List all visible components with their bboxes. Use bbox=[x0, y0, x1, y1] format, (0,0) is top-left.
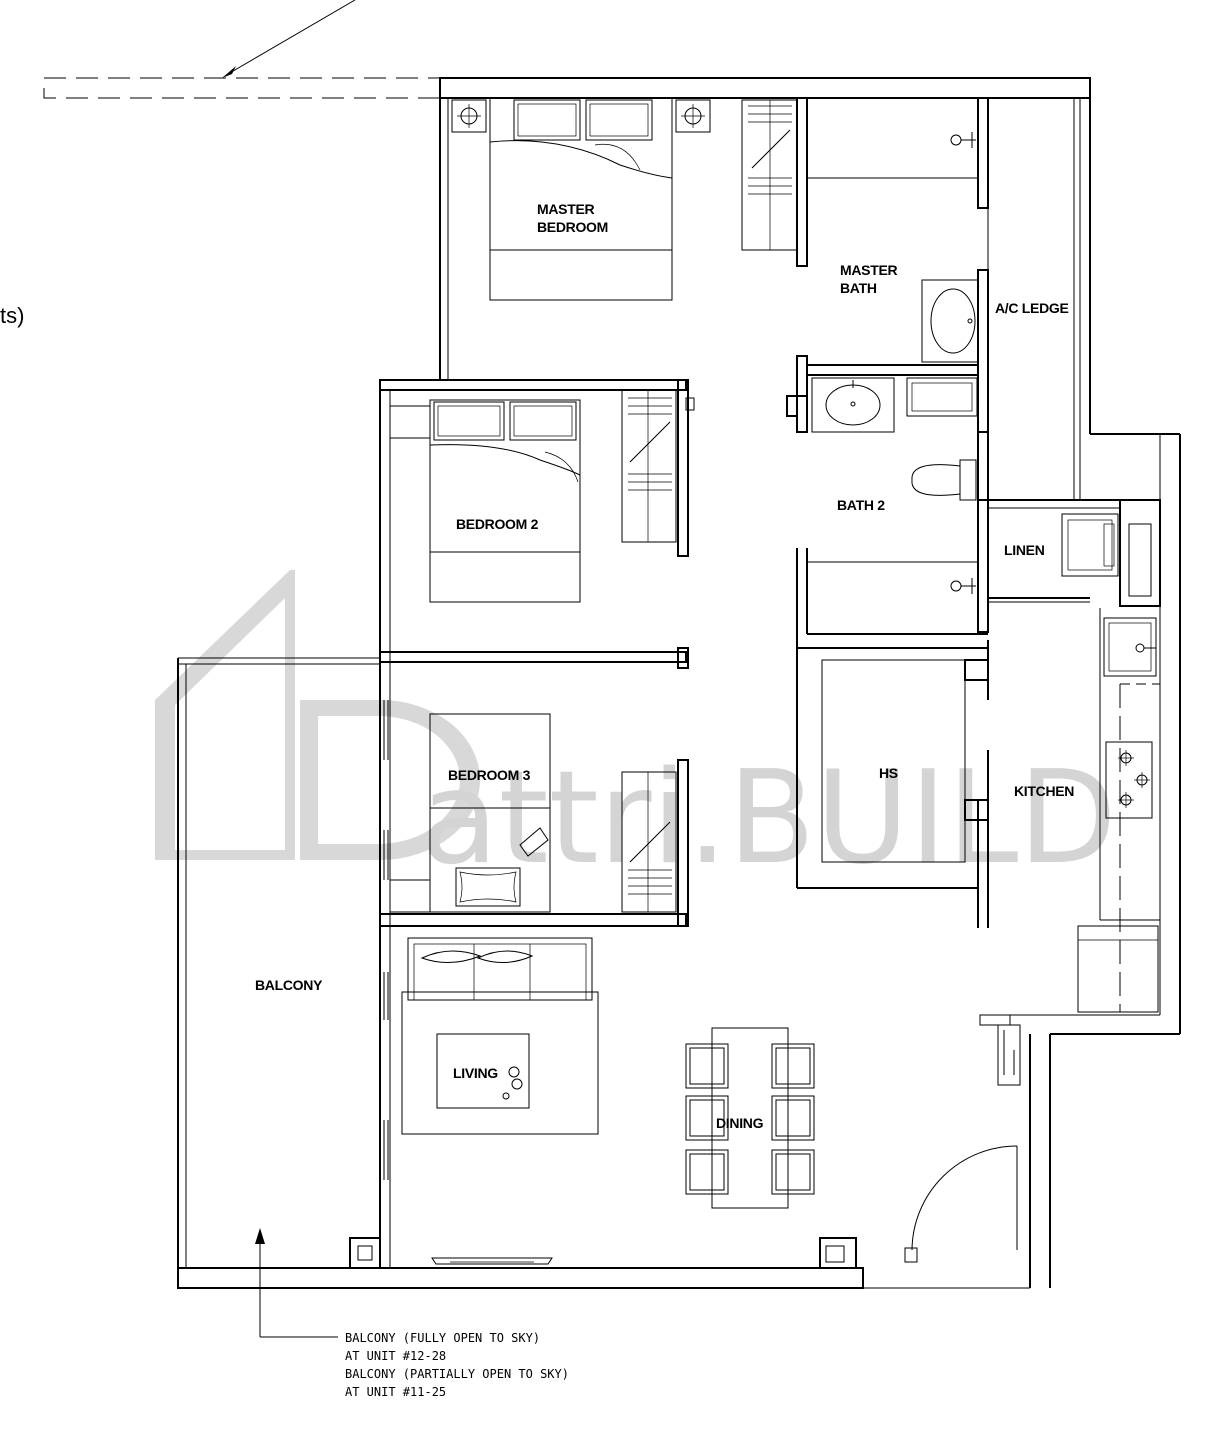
dining-furniture bbox=[685, 1027, 815, 1209]
balcony-note-line1: BALCONY (FULLY OPEN TO SKY) bbox=[345, 1331, 540, 1345]
balcony-note-line2: AT UNIT #12-28 bbox=[345, 1349, 446, 1363]
top-annotation: ts) bbox=[0, 0, 441, 328]
living-furniture bbox=[401, 937, 599, 1265]
master-bedroom-furniture bbox=[451, 97, 798, 301]
watermark-logo-d-icon bbox=[300, 700, 480, 860]
hs-room bbox=[821, 659, 966, 863]
linen-fixtures bbox=[1061, 513, 1119, 577]
label-master-bath-line1: MASTER bbox=[840, 262, 898, 278]
cut-off-label: ts) bbox=[0, 303, 24, 328]
label-bedroom-3: BEDROOM 3 bbox=[448, 767, 531, 783]
label-master-bath-line2: BATH bbox=[840, 280, 877, 296]
master-bath-fixtures bbox=[921, 132, 979, 363]
balcony-note-line4: AT UNIT #11-25 bbox=[345, 1385, 446, 1399]
exterior-walls bbox=[177, 77, 1181, 1289]
label-dining: DINING bbox=[716, 1115, 764, 1131]
label-hs: HS bbox=[879, 765, 898, 781]
label-balcony: BALCONY bbox=[255, 977, 323, 993]
balcony-note-line3: BALCONY (PARTIALLY OPEN TO SKY) bbox=[345, 1367, 569, 1381]
label-bedroom-2: BEDROOM 2 bbox=[456, 516, 539, 532]
label-master-bedroom-line2: BEDROOM bbox=[537, 219, 608, 235]
kitchen-fixtures bbox=[1077, 608, 1160, 1013]
label-bath-2: BATH 2 bbox=[837, 497, 885, 513]
balcony-annotation: BALCONY (FULLY OPEN TO SKY) AT UNIT #12-… bbox=[255, 1228, 569, 1399]
label-living: LIVING bbox=[453, 1065, 498, 1081]
watermark-logo-house-icon bbox=[155, 570, 295, 860]
watermark: attri.BUILD bbox=[155, 570, 1117, 893]
label-ac-ledge: A/C LEDGE bbox=[995, 300, 1069, 316]
label-kitchen: KITCHEN bbox=[1014, 783, 1074, 799]
bedroom-3-furniture bbox=[389, 713, 677, 913]
room-labels: MASTER BEDROOM MASTER BATH A/C LEDGE BED… bbox=[255, 201, 1075, 1131]
bath-2-fixtures bbox=[811, 377, 978, 594]
label-linen: LINEN bbox=[1004, 542, 1045, 558]
watermark-text: attri.BUILD bbox=[420, 744, 1117, 893]
interior-walls bbox=[349, 97, 1161, 1269]
bedroom-2-furniture bbox=[389, 389, 677, 603]
label-master-bedroom-line1: MASTER bbox=[537, 201, 595, 217]
